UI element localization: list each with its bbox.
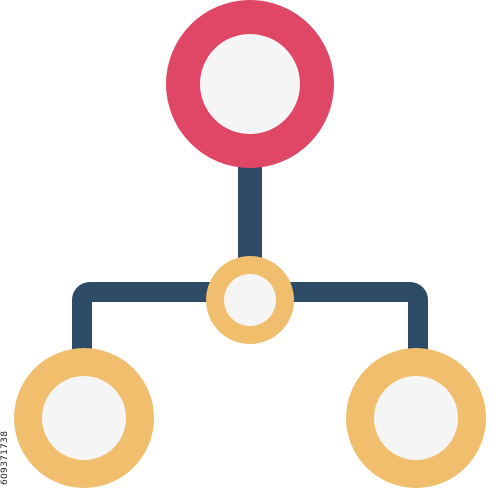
right-child-node-inner (374, 376, 458, 460)
root-node (166, 0, 334, 168)
left-child-node (14, 348, 154, 488)
right-child-node (346, 348, 486, 488)
root-node-inner (200, 34, 300, 134)
watermark-id: 609371738 (0, 430, 10, 485)
left-child-node-inner (42, 376, 126, 460)
hub-node-inner (224, 274, 276, 326)
connector-trunk (238, 160, 262, 270)
hub-node (206, 256, 294, 344)
